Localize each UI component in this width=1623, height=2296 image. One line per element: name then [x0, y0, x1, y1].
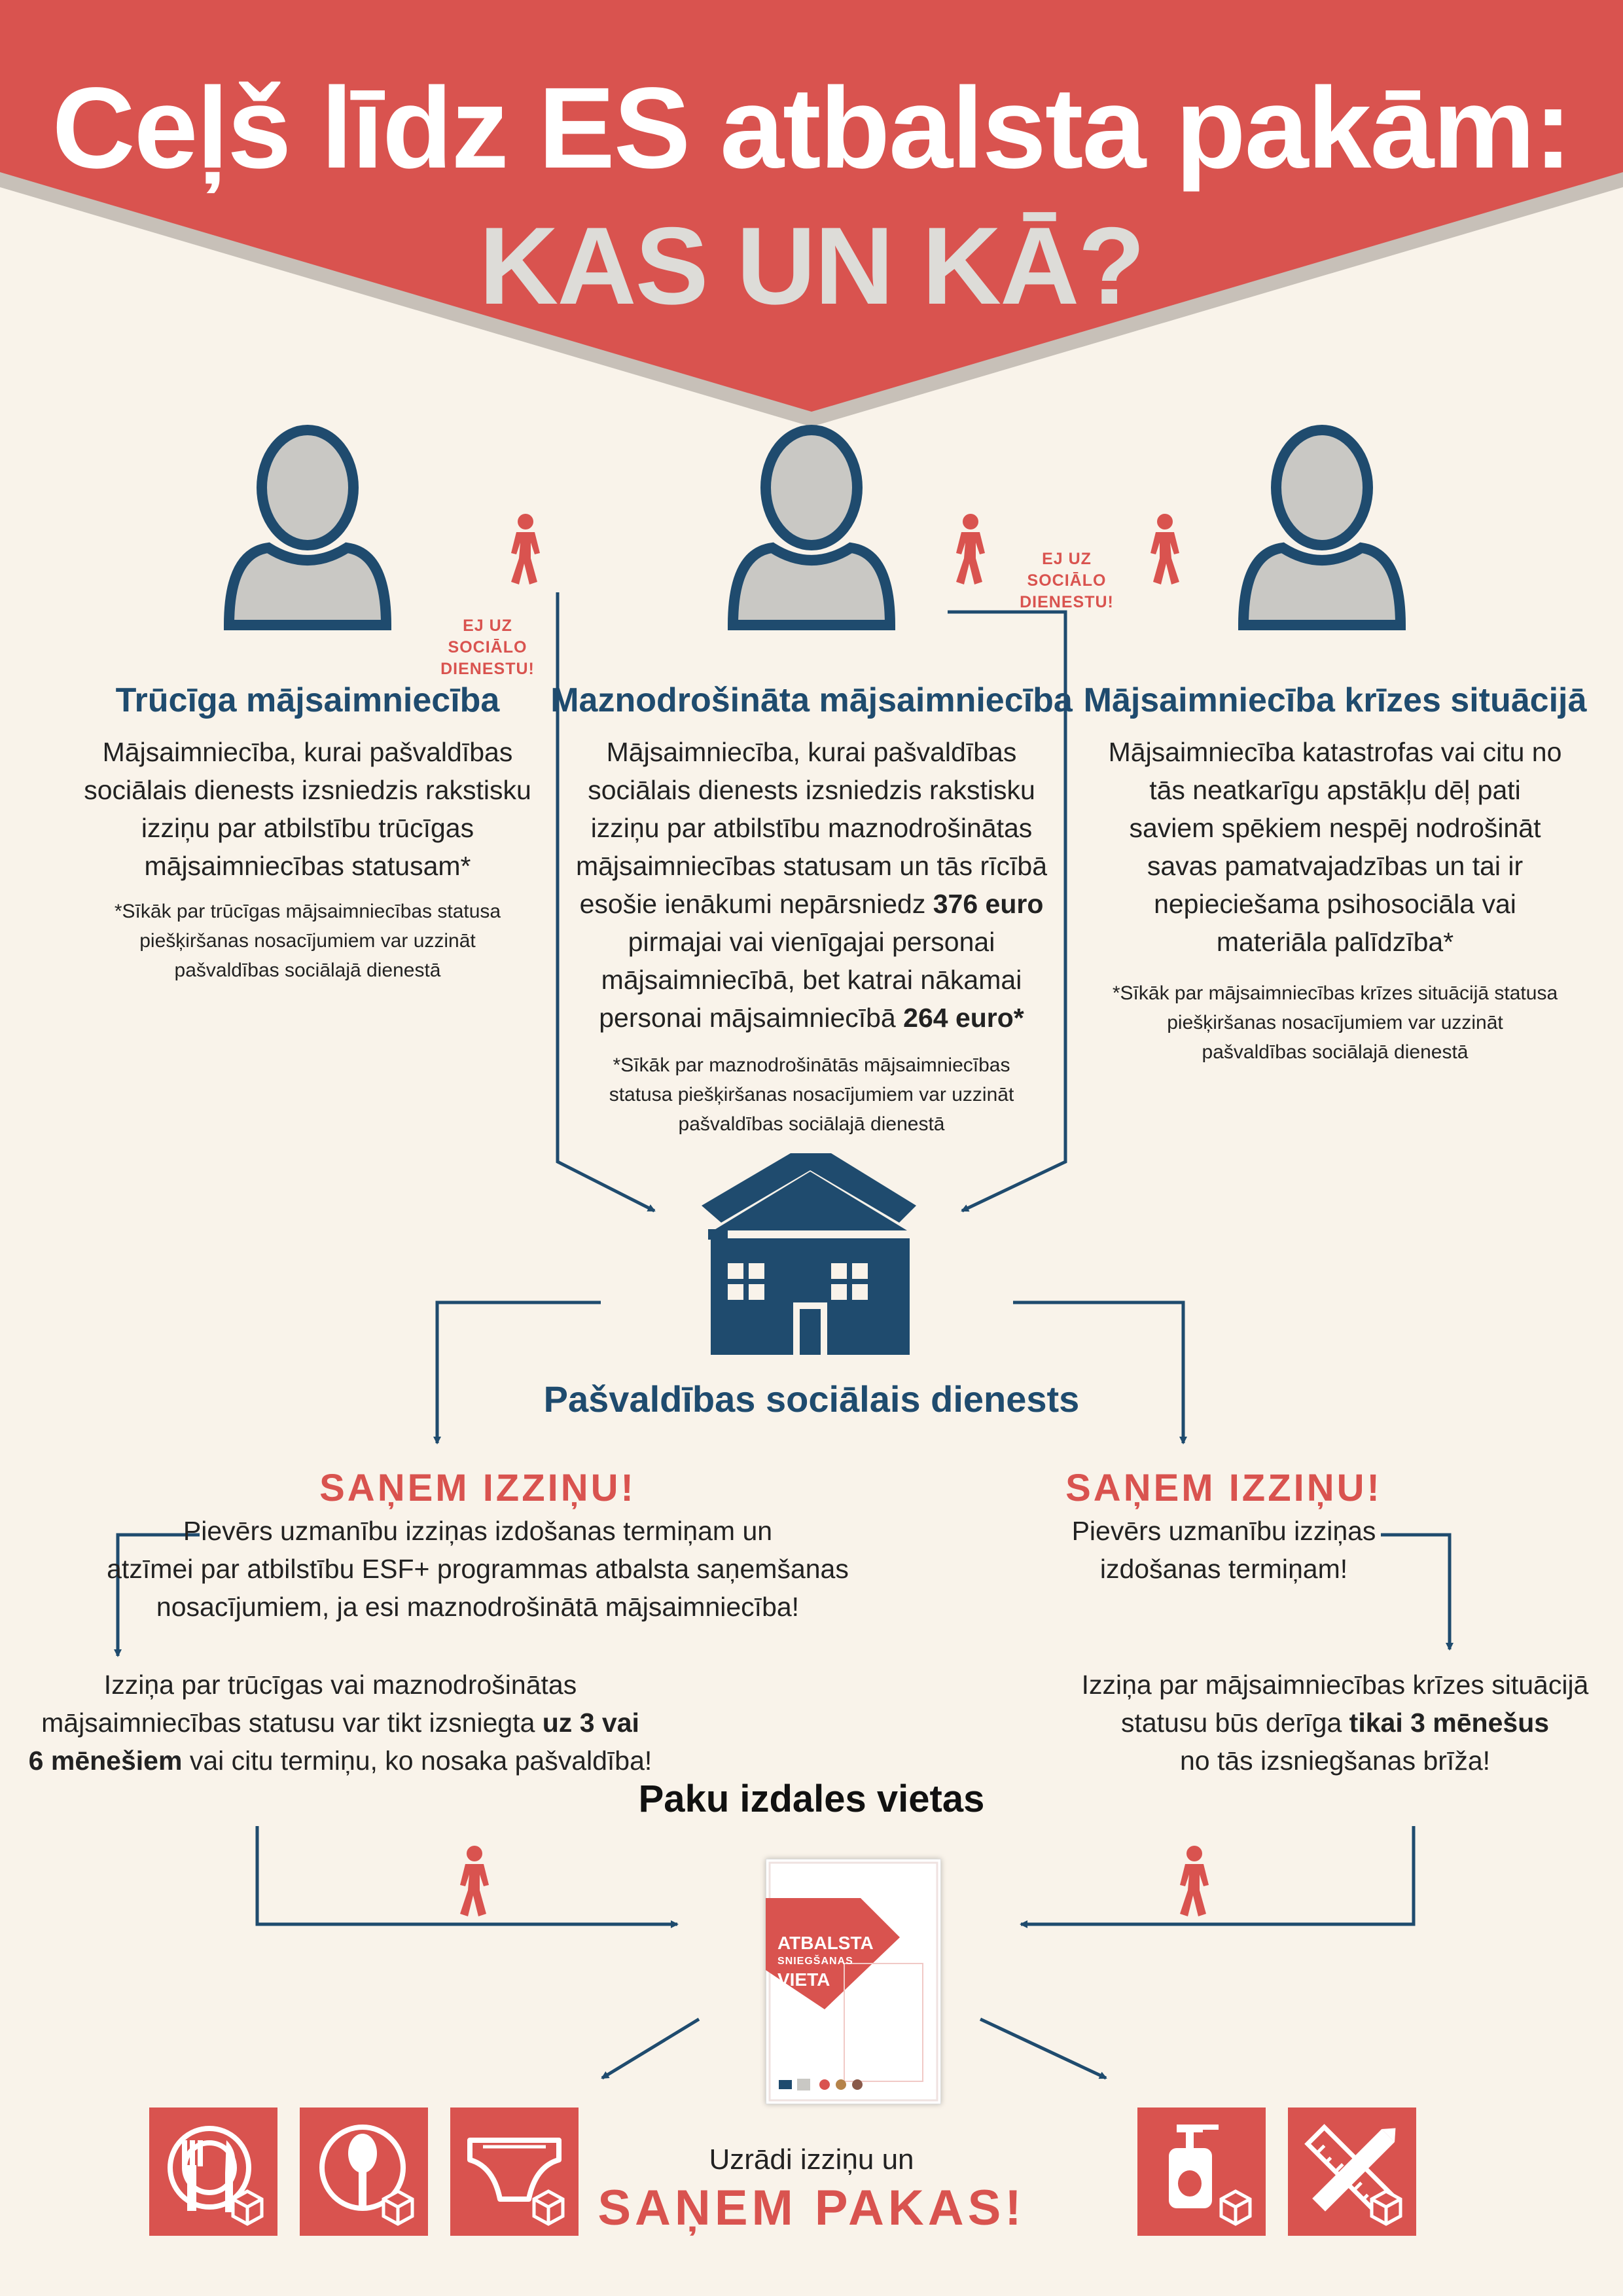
food-bowl-package-icon: [300, 2108, 428, 2236]
household-title-crisis: Mājsaimniecība krīzes situācijā: [1083, 681, 1587, 719]
school-supplies-package-icon: [1288, 2108, 1416, 2236]
walking-person-icon: [1150, 514, 1179, 584]
food-package-icon: [149, 2108, 277, 2236]
distribution-points-heading: Paku izdales vietas: [638, 1778, 985, 1820]
certificate-validity-right: Izziņa par mājsaimniecības krīzes situāc…: [1081, 1670, 1589, 1776]
certificate-note-right: Pievērs uzmanību izziņas izdošanas termi…: [1071, 1516, 1376, 1584]
walking-person-icon: [460, 1846, 489, 1916]
house-icon: [702, 1153, 916, 1355]
go-to-service-label-left: EJ UZ SOCIĀLO DIENESTU!: [440, 617, 535, 678]
household-description-crisis: Mājsaimniecība katastrofas vai citu no t…: [1108, 737, 1562, 957]
poster-graphic: [766, 1859, 941, 2104]
walking-person-icon: [1180, 1846, 1209, 1916]
household-description-poor: Mājsaimniecība, kurai pašvaldības sociāl…: [84, 737, 531, 881]
person-icon-crisis: [1243, 430, 1400, 625]
household-description-low-income: Mājsaimniecība, kurai pašvaldības sociāl…: [575, 737, 1048, 1033]
walking-person-icon: [511, 514, 540, 584]
diaper-package-icon: [450, 2108, 579, 2236]
household-footnote-crisis: *Sīkāk par mājsaimniecības krīzes situāc…: [1112, 982, 1558, 1063]
social-service-label: Pašvaldības sociālais dienests: [543, 1378, 1080, 1420]
page-title: Ceļš līdz ES atbalsta pakām:: [52, 64, 1573, 192]
header-banner: [0, 0, 1623, 411]
page-subtitle: KAS UN KĀ?: [479, 204, 1145, 327]
get-certificate-heading-left: SAŅEM IZZIŅU!: [319, 1467, 636, 1509]
walking-person-icon: [956, 514, 985, 584]
cta-line-1: Uzrādi izziņu un: [709, 2144, 914, 2176]
cta-line-2: SAŅEM PAKAS!: [597, 2180, 1026, 2236]
certificate-note-left: Pievērs uzmanību izziņas izdošanas termi…: [107, 1516, 849, 1622]
get-certificate-heading-right: SAŅEM IZZIŅU!: [1065, 1467, 1382, 1509]
go-to-service-label-right: EJ UZ SOCIĀLO DIENESTU!: [1020, 550, 1114, 611]
household-footnote-poor: *Sīkāk par trūcīgas mājsaimniecības stat…: [114, 901, 501, 981]
certificate-validity-left: Izziņa par trūcīgas vai maznodrošinātas …: [28, 1670, 652, 1776]
hygiene-package-icon: [1137, 2108, 1266, 2236]
household-title-poor: Trūcīga mājsaimniecība: [115, 681, 500, 719]
distribution-point-poster: ATBALSTA SNIEGŠANAS VIETA: [766, 1859, 941, 2104]
person-icon-low-income: [733, 430, 890, 625]
person-icon-poor: [229, 430, 386, 625]
household-footnote-low-income: *Sīkāk par maznodrošinātās mājsaimniecīb…: [609, 1054, 1014, 1135]
household-title-low-income: Maznodrošināta mājsaimniecība: [550, 681, 1073, 719]
